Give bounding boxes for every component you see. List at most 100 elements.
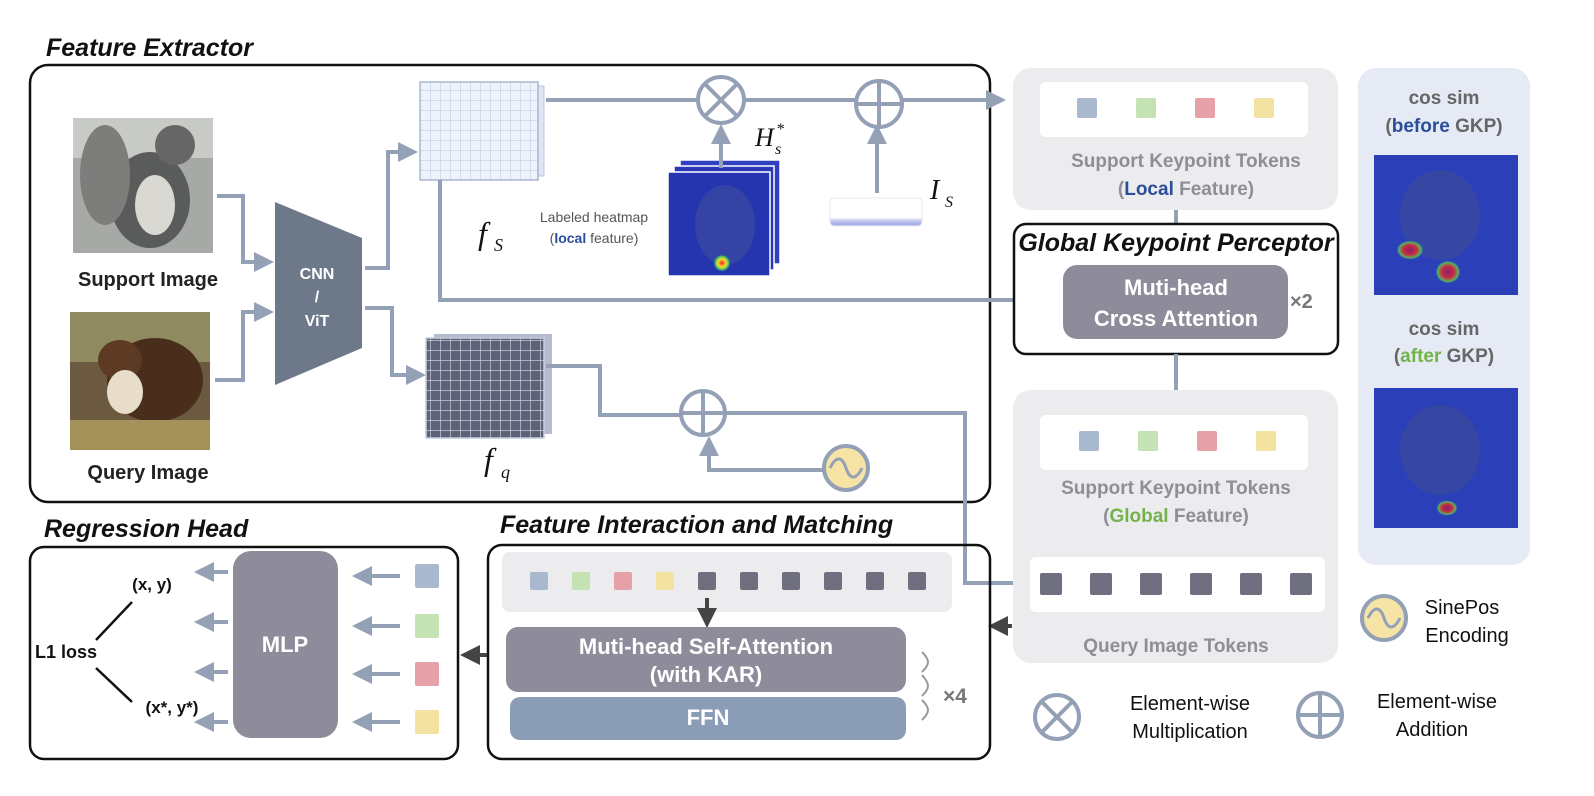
labeled-heatmap — [667, 159, 781, 277]
heatmap-caption-line1: Labeled heatmap — [540, 209, 648, 225]
support-token-global-3 — [1197, 431, 1217, 451]
query-token-3 — [1140, 573, 1162, 595]
interaction-token-strip — [502, 552, 952, 612]
interaction-token-9 — [866, 572, 884, 590]
cos-sim-before-subtitle: (before GKP) — [1385, 116, 1502, 137]
legend-mult-icon — [1033, 693, 1081, 741]
reg-token-2 — [415, 614, 439, 638]
fs-to-cross-attention-arrow — [438, 180, 1062, 310]
query-to-tokens-arrow — [726, 411, 1034, 593]
legend-add-icon — [1296, 691, 1344, 739]
legend-sinepos-line1: SinePos — [1425, 597, 1500, 619]
query-token-5 — [1240, 573, 1262, 595]
query-token-2 — [1090, 573, 1112, 595]
support-image-label: Support Image — [78, 269, 218, 291]
cnn-vit-backbone — [275, 202, 362, 385]
cos-sim-after-map — [1374, 388, 1518, 528]
legend-add-line1: Element-wise — [1377, 691, 1497, 713]
prediction-label: (x, y) — [132, 575, 172, 594]
mlp-block — [233, 551, 338, 738]
backbone-to-fs-arrow — [365, 142, 418, 270]
feature-extractor-frame — [28, 63, 992, 504]
cos-sim-before-title: cos sim — [1409, 88, 1480, 109]
support-token-global-2 — [1138, 431, 1158, 451]
query-add-operator-icon — [679, 389, 727, 437]
support-tokens-local-line1: Support Keypoint Tokens — [1071, 151, 1301, 172]
support-token-local-2 — [1136, 98, 1156, 118]
regression-head-title: Regression Head — [44, 515, 249, 543]
query-feature-map — [425, 334, 552, 439]
legend-mult-line2: Multiplication — [1132, 721, 1248, 743]
support-token-global-4 — [1256, 431, 1276, 451]
heatmap-caption-line2: (local feature) — [550, 230, 639, 246]
interaction-token-1 — [530, 572, 548, 590]
legend-sinepos-line2: Encoding — [1425, 625, 1508, 647]
feature-interaction-frame — [486, 543, 992, 761]
cross-attention-line2: Cross Attention — [1094, 306, 1258, 331]
l1-loss-label: L1 loss — [35, 642, 97, 662]
reg-token-3 — [415, 662, 439, 686]
support-token-local-3 — [1195, 98, 1215, 118]
support-token-global-1 — [1079, 431, 1099, 451]
hs-subscript: s — [775, 141, 781, 158]
feature-interaction-title: Feature Interaction and Matching — [500, 511, 893, 539]
interaction-token-3 — [614, 572, 632, 590]
support-tokens-global-strip — [1040, 415, 1308, 470]
add-operator-icon — [854, 79, 904, 129]
support-tokens-global-line2: (Global Feature) — [1103, 506, 1249, 527]
self-attention-line2: (with KAR) — [650, 662, 762, 687]
sinepos-encoding-icon — [822, 444, 870, 492]
legend-sinepos-icon — [1360, 594, 1408, 642]
cross-attention-block — [1063, 265, 1288, 339]
reg-token-1 — [415, 564, 439, 588]
groundtruth-label: (x*, y*) — [146, 698, 199, 717]
support-to-backbone-arrow — [217, 194, 274, 272]
support-tokens-global-line1: Support Keypoint Tokens — [1061, 478, 1291, 499]
fs-subscript: S — [494, 235, 503, 255]
gkp-repeat: ×2 — [1290, 291, 1313, 313]
query-tokens-label: Query Image Tokens — [1083, 636, 1269, 657]
gkp-title: Global Keypoint Perceptor — [1018, 229, 1335, 257]
feature-extractor-title: Feature Extractor — [46, 34, 254, 62]
legend-add-line2: Addition — [1396, 719, 1468, 741]
self-attention-line1: Muti-head Self-Attention — [579, 634, 833, 659]
query-tokens-strip — [1030, 557, 1325, 612]
query-image — [70, 312, 210, 450]
interaction-token-5 — [698, 572, 716, 590]
repeat-brace — [921, 651, 929, 721]
loss-line-top — [95, 601, 133, 641]
sinepos-to-add-arrow — [699, 436, 825, 472]
interaction-token-2 — [572, 572, 590, 590]
loss-line-bottom — [95, 667, 133, 703]
cos-sim-before-map — [1374, 155, 1518, 295]
fs-symbol: f — [478, 215, 491, 251]
mlp-label: MLP — [262, 632, 308, 657]
legend-mult-line1: Element-wise — [1130, 693, 1250, 715]
query-image-label: Query Image — [87, 462, 208, 484]
cos-sim-after-subtitle: (after GKP) — [1394, 346, 1494, 367]
mult-operator-icon — [696, 75, 746, 125]
support-token-local-4 — [1254, 98, 1274, 118]
backbone-label-3: ViT — [305, 313, 330, 330]
support-feature-map — [419, 81, 545, 181]
backbone-label-2: / — [315, 289, 320, 306]
support-image — [73, 118, 213, 253]
backbone-label-1: CNN — [300, 266, 335, 283]
interaction-token-10 — [908, 572, 926, 590]
is-symbol: I — [929, 175, 941, 206]
interaction-token-7 — [782, 572, 800, 590]
support-token-local-1 — [1077, 98, 1097, 118]
hs-superscript: * — [776, 121, 784, 138]
cos-sim-after-title: cos sim — [1409, 319, 1480, 340]
interaction-token-4 — [656, 572, 674, 590]
self-attention-block — [506, 627, 906, 692]
is-subscript: S — [945, 194, 953, 211]
ffn-label: FFN — [687, 705, 730, 730]
is-token — [829, 197, 923, 227]
fq-symbol: f — [484, 441, 497, 477]
ffn-block — [510, 697, 906, 740]
backbone-to-fq-arrow — [365, 306, 426, 385]
fq-subscript: q — [501, 462, 510, 482]
support-tokens-local-strip — [1040, 82, 1308, 137]
